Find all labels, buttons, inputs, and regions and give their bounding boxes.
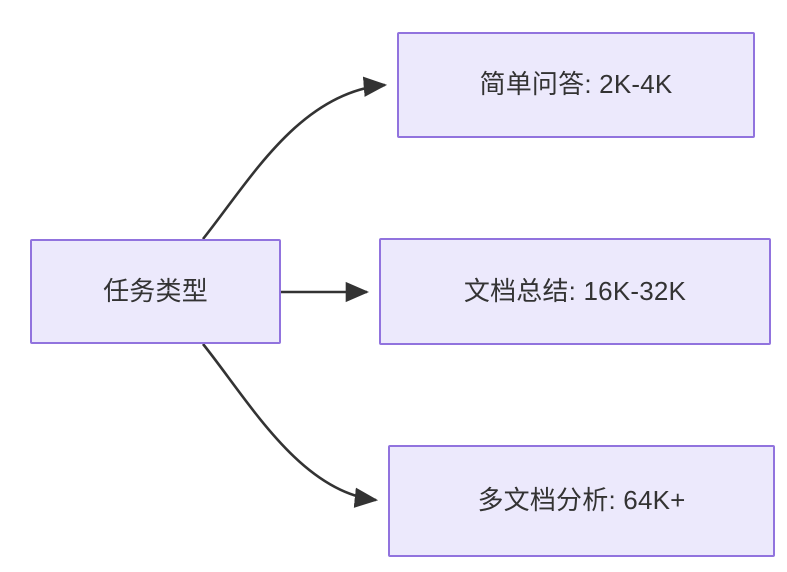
edge-task-type-to-multi-doc-analysis (201, 343, 379, 508)
node-multi-doc-analysis-label: 多文档分析: 64K+ (477, 485, 686, 516)
node-doc-summary[interactable]: 文档总结: 16K-32K (379, 238, 771, 345)
node-doc-summary-label: 文档总结: 16K-32K (463, 275, 687, 306)
node-simple-qa[interactable]: 简单问答: 2K-4K (397, 32, 755, 138)
node-task-type-label: 任务类型 (103, 275, 208, 306)
node-multi-doc-analysis[interactable]: 多文档分析: 64K+ (388, 445, 775, 557)
edge-task-type-to-simple-qa (201, 76, 388, 240)
node-simple-qa-label: 简单问答: 2K-4K (479, 69, 673, 100)
node-task-type[interactable]: 任务类型 (30, 239, 281, 344)
